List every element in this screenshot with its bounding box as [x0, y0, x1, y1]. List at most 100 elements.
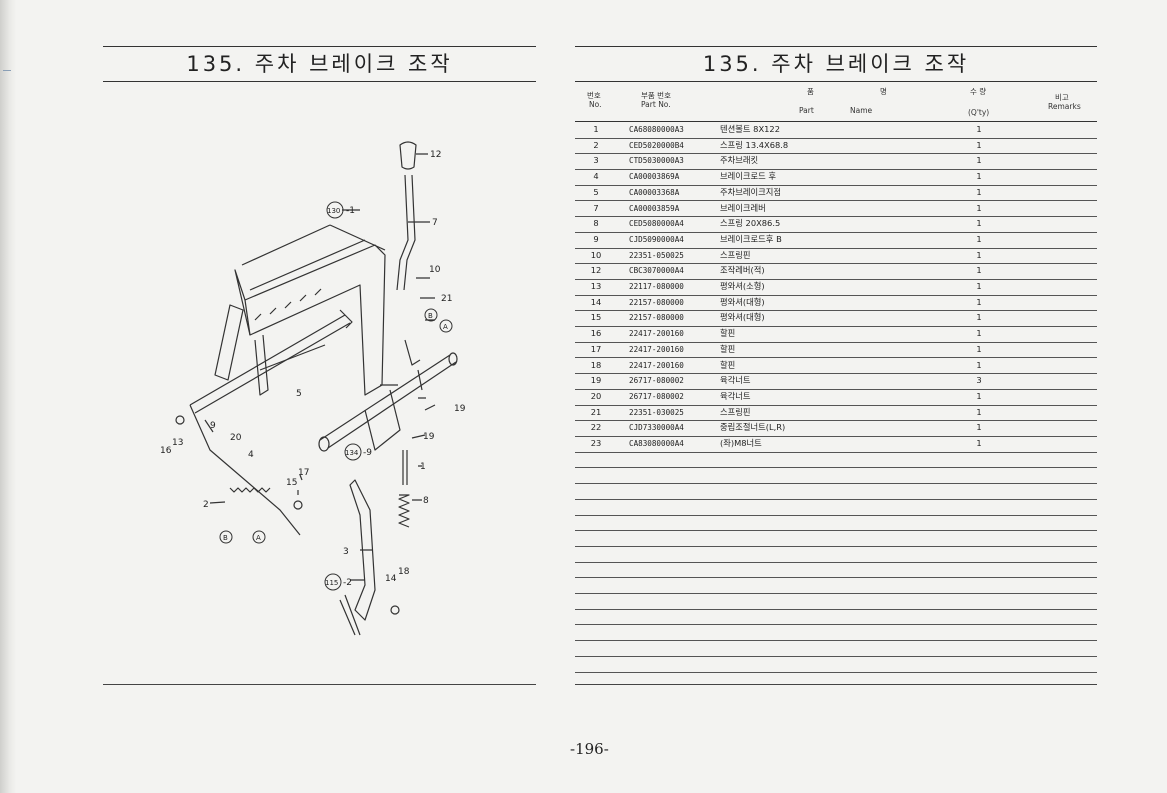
part-name-cell: 텐션볼트 8X122 [720, 124, 780, 134]
part-name-cell: 할핀 [720, 343, 736, 354]
part-name-cell: 브레이크로드 후 [720, 171, 777, 182]
part-name-cell: 할핀 [720, 359, 736, 370]
callout-1b: 1 [420, 462, 426, 472]
callout-13: 13 [172, 438, 183, 448]
right-page-title: 135. 주차 브레이크 조작 [575, 46, 1097, 82]
left-bottom-rule [103, 684, 536, 685]
left-page-title: 135. 주차 브레이크 조작 [103, 46, 536, 82]
header-qty-en: (Q'ty) [968, 108, 990, 117]
part-number-cell: 22351-050025 [629, 250, 684, 260]
header-qty-kr: 수 량 [970, 87, 987, 96]
part-name-cell: 조작레버(적) [720, 265, 765, 276]
empty-table-rule [575, 577, 1097, 579]
part-number-cell: CA00003368A [629, 187, 680, 197]
part-name-cell: 스프링 20X86.5 [720, 218, 781, 229]
quantity-cell: 3 [976, 375, 982, 386]
part-number-cell: 22117-080000 [629, 282, 684, 291]
part-no-cell: 2 [593, 139, 599, 150]
callout-17: 17 [298, 468, 309, 478]
callout-9b: -9 [363, 448, 372, 458]
header-remarks-en: Remarks [1048, 102, 1081, 111]
part-no-cell: 8 [593, 218, 599, 229]
quantity-cell: 1 [976, 233, 982, 244]
part-number-cell: 22351-030025 [629, 407, 684, 417]
part-no-cell: 22 [590, 422, 602, 433]
callout-4: 4 [248, 450, 254, 460]
empty-table-rule [575, 593, 1097, 594]
part-no-cell: 12 [590, 265, 602, 276]
header-name-kr-1: 품 [807, 87, 814, 96]
callout-12: 12 [430, 150, 441, 160]
callout-ring-115 [324, 573, 342, 591]
table-row: 4 CA00003869A 브레이크로드 후 1 [575, 169, 1097, 186]
quantity-cell: 1 [976, 202, 982, 213]
part-number-cell: 22417-200160 [629, 344, 684, 354]
diagram-linework [175, 141, 458, 636]
quantity-cell: 1 [976, 186, 982, 197]
part-name-cell: 스프링 13.4X68.8 [720, 139, 789, 150]
part-name-cell: 할핀 [720, 328, 736, 339]
table-row: 17 22417-200160 할핀 1 [575, 342, 1097, 359]
parking-brake-exploded-diagram: 12 130 -1 7 10 21 B A 5 19 9 13 16 20 13… [160, 141, 466, 636]
part-name-cell: 평와셔(대형) [720, 312, 765, 323]
callout-a2: A [256, 534, 261, 542]
quantity-cell: 1 [976, 328, 982, 339]
quantity-cell: 1 [976, 343, 982, 354]
callout-ring-a [439, 319, 453, 333]
part-no-cell: 17 [590, 343, 602, 354]
right-bottom-rule [575, 684, 1097, 685]
part-number-cell: 26717-080002 [629, 376, 684, 386]
callout-ring-b2 [219, 530, 233, 544]
page-number: -196- [570, 740, 609, 758]
callout-b: B [428, 312, 433, 320]
part-no-cell: 19 [590, 375, 602, 386]
part-name-cell: 스프링핀 [720, 406, 751, 417]
part-name-cell: 평와셔(소형) [720, 281, 765, 291]
callout-19a: 19 [454, 404, 466, 414]
part-name-cell: 스프링핀 [720, 249, 751, 260]
part-name-cell: 주차브레이크지점 [720, 186, 782, 197]
part-number-cell: CA00003869A [629, 172, 680, 182]
callout-134: 134 [345, 449, 359, 457]
quantity-cell: 1 [976, 171, 982, 182]
part-name-cell: 육각너트 [720, 390, 751, 401]
part-number-cell: CBC3070000A4 [629, 266, 684, 276]
empty-table-rule [575, 608, 1097, 610]
part-number-cell: CA00003859A [629, 203, 680, 213]
book-binding-edge [0, 0, 16, 793]
callout-7: 7 [432, 218, 438, 228]
part-no-cell: 5 [593, 186, 599, 197]
callout-5: 5 [296, 389, 302, 399]
header-name-kr-2: 명 [880, 87, 887, 96]
header-rule [575, 121, 1097, 122]
diagram-callouts: 12 130 -1 7 10 21 B A 5 19 9 13 16 20 13… [160, 150, 466, 591]
empty-table-rule [575, 671, 1097, 673]
quantity-cell: 1 [976, 359, 982, 370]
table-row: 21 22351-030025 스프링핀 1 [575, 405, 1097, 422]
callout-19b: 19 [423, 432, 435, 442]
empty-table-rule [575, 514, 1097, 516]
empty-table-rule [575, 640, 1097, 642]
quantity-cell: 1 [976, 406, 982, 417]
empty-table-rule [575, 498, 1097, 500]
callout-b2: B [223, 534, 228, 542]
callout-2: 2 [203, 500, 209, 510]
callout-10: 10 [429, 265, 441, 275]
part-no-cell: 4 [593, 171, 599, 182]
part-no-cell: 1 [593, 124, 599, 134]
header-part-en: Part No. [641, 100, 671, 109]
part-no-cell: 20 [590, 390, 602, 401]
quantity-cell: 1 [976, 281, 982, 291]
part-no-cell: 15 [590, 312, 602, 323]
empty-table-rule [575, 530, 1097, 532]
callout-21: 21 [441, 294, 452, 304]
part-no-cell: 21 [590, 406, 602, 417]
